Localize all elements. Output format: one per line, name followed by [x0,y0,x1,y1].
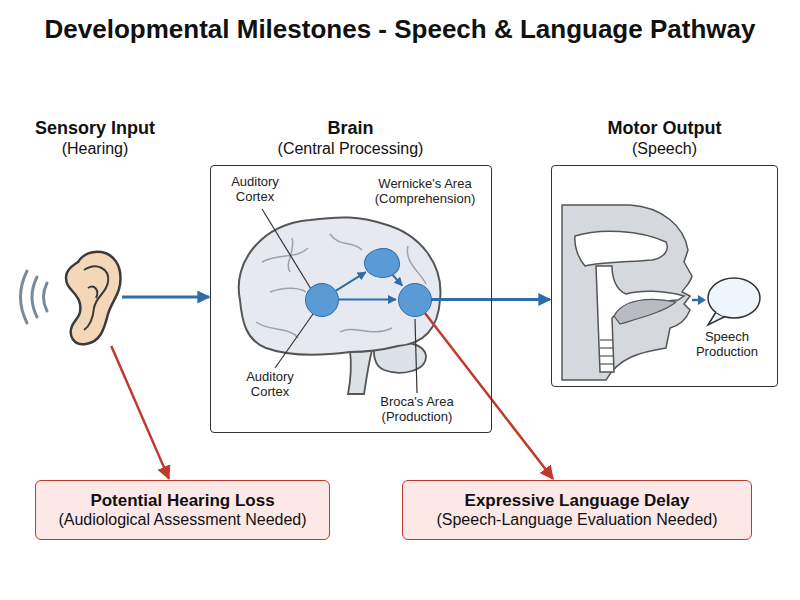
alert-heading: Expressive Language Delay [465,491,690,511]
leader-lines [262,209,417,393]
broca-area-circle: Broca's Area (Production) [398,283,432,317]
diagram-title: Developmental Milestones - Speech & Lang… [45,14,756,45]
region-label: Broca's Area (Production) [371,395,463,425]
vocal-tract-drawing [562,205,706,380]
alert-heading: Potential Hearing Loss [90,491,274,511]
ear-drawing [66,252,121,345]
column-heading: Motor Output [608,118,722,139]
output-label: Speech Production [687,330,767,360]
alert-box: Potential Hearing Loss(Audiological Asse… [35,480,330,540]
wernicke-area-shape: Wernicke's Area (Comprehension) [364,248,400,278]
column-heading: Sensory Input [35,118,155,139]
region-label: Wernicke's Area (Comprehension) [367,177,483,207]
flow-arrow [336,272,366,290]
alert-note: (Speech-Language Evaluation Needed) [436,511,717,529]
region-label: Auditory Cortex [223,175,287,205]
column-subheading: (Central Processing) [278,140,424,158]
alert-note: (Audiological Assessment Needed) [58,511,306,529]
flow-arrow [122,296,209,299]
sound-waves [21,271,48,323]
column-subheading: (Speech) [632,140,697,158]
alert-box: Expressive Language Delay(Speech-Languag… [402,480,752,540]
brain-panel: Brain(Central Processing)Auditory Cortex… [210,165,492,433]
speech-bubble [708,278,760,325]
flow-arrow [111,346,169,479]
auditory-cortex-circle: Auditory CortexAuditory Cortex [305,283,339,317]
flow-arrow [432,298,551,301]
ear-input: Sensory Input(Hearing) [58,248,122,346]
brain-drawing [239,217,441,394]
flow-arrow [392,275,402,286]
column-heading: Brain [327,118,373,139]
flow-arrow [339,299,397,301]
region-label: Auditory Cortex [238,370,302,400]
column-subheading: (Hearing) [62,140,129,158]
